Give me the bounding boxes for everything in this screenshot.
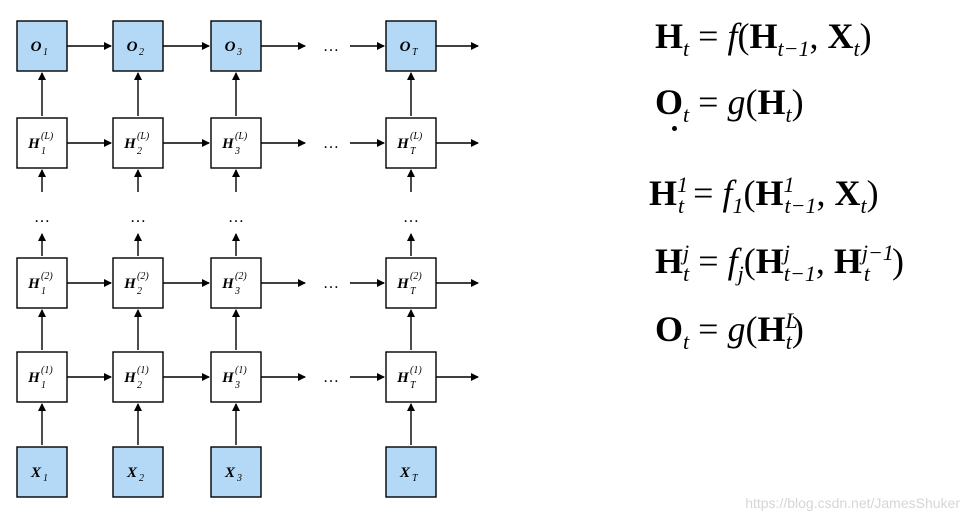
equation-final-output: Ot = g(HLt) xyxy=(655,308,804,355)
node-sup-hidden_top-c1: (L) xyxy=(41,131,54,142)
node-sub-hidden_1-c2: 2 xyxy=(137,380,142,391)
node-label-hidden_2-c1: H xyxy=(27,276,41,292)
node-label-hidden_top-c2: H xyxy=(123,136,137,152)
node-sup-hidden_1-c2: (1) xyxy=(137,365,149,376)
node-hidden_top-c3 xyxy=(210,117,262,169)
node-sub-hidden_top-c2: 2 xyxy=(137,146,142,157)
node-label-input-c1: X xyxy=(30,465,42,481)
node-sub-output-cT: T xyxy=(412,47,419,58)
node-sup-hidden_1-cT: (1) xyxy=(410,365,422,376)
node-sub-hidden_2-c2: 2 xyxy=(137,286,142,297)
node-sup-hidden_1-c3: (1) xyxy=(235,365,247,376)
node-label-hidden_1-cT: H xyxy=(396,370,410,386)
node-sup-hidden_top-cT: (L) xyxy=(410,131,423,142)
node-sup-hidden_top-c3: (L) xyxy=(235,131,248,142)
node-sup-hidden_2-cT: (2) xyxy=(410,271,422,282)
node-input-c3 xyxy=(210,446,262,498)
node-sub-input-c1: 1 xyxy=(43,473,48,484)
ellipsis-horizontal-output: … xyxy=(323,38,339,55)
node-label-hidden_top-cT: H xyxy=(396,136,410,152)
equation-hidden-state: Ht = f(Ht−1, Xt) xyxy=(655,16,872,62)
node-sup-hidden_2-c3: (2) xyxy=(235,271,247,282)
ellipsis-horizontal-hidden_2: … xyxy=(323,275,339,292)
node-label-hidden_2-cT: H xyxy=(396,276,410,292)
equation-layer-j: Hjt = fj(Hjt−1, Hj−1t) xyxy=(655,240,904,287)
node-hidden_top-c2 xyxy=(112,117,164,169)
ellipsis-vertical-c3: … xyxy=(228,209,244,226)
node-sub-output-c2: 2 xyxy=(139,47,144,58)
node-sub-output-c1: 1 xyxy=(43,47,48,58)
node-sub-output-c3: 3 xyxy=(236,47,242,58)
ellipsis-vertical-c1: … xyxy=(34,209,50,226)
node-hidden_1-cT xyxy=(385,351,437,403)
node-hidden_top-cT xyxy=(385,117,437,169)
node-sub-input-c3: 3 xyxy=(236,473,242,484)
ellipsis-dot xyxy=(672,126,677,131)
watermark: https://blog.csdn.net/JamesShuker xyxy=(745,495,960,511)
node-hidden_1-c3 xyxy=(210,351,262,403)
node-label-output-cT: O xyxy=(400,39,411,55)
node-sub-hidden_1-cT: T xyxy=(410,380,417,391)
node-sup-hidden_1-c1: (1) xyxy=(41,365,53,376)
node-sub-input-cT: T xyxy=(412,473,419,484)
node-label-hidden_1-c3: H xyxy=(221,370,235,386)
ellipsis-vertical-cT: … xyxy=(403,209,419,226)
ellipsis-vertical-c2: … xyxy=(130,209,146,226)
node-sub-hidden_top-c1: 1 xyxy=(41,146,46,157)
node-sub-input-c2: 2 xyxy=(139,473,144,484)
node-sub-hidden_1-c1: 1 xyxy=(41,380,46,391)
equation-output: Ot = g(Ht) xyxy=(655,82,804,128)
node-output-c2 xyxy=(112,20,164,72)
node-input-cT xyxy=(385,446,437,498)
ellipsis-horizontal-hidden_top: … xyxy=(323,135,339,152)
node-label-output-c1: O xyxy=(31,39,42,55)
node-sub-hidden_2-cT: T xyxy=(410,286,417,297)
node-output-c1 xyxy=(16,20,68,72)
node-label-output-c3: O xyxy=(225,39,236,55)
node-input-c2 xyxy=(112,446,164,498)
node-label-input-cT: X xyxy=(399,465,411,481)
equation-first-layer: H1t = f1(H1t−1, Xt) xyxy=(649,172,879,219)
node-sub-hidden_1-c3: 3 xyxy=(234,380,240,391)
node-label-hidden_2-c2: H xyxy=(123,276,137,292)
node-output-c3 xyxy=(210,20,262,72)
node-hidden_2-c2 xyxy=(112,257,164,309)
node-label-hidden_1-c2: H xyxy=(123,370,137,386)
node-label-hidden_1-c1: H xyxy=(27,370,41,386)
node-hidden_2-c1 xyxy=(16,257,68,309)
node-input-c1 xyxy=(16,446,68,498)
node-label-hidden_top-c1: H xyxy=(27,136,41,152)
node-sup-hidden_top-c2: (L) xyxy=(137,131,150,142)
node-sub-hidden_top-c3: 3 xyxy=(234,146,240,157)
node-sub-hidden_top-cT: T xyxy=(410,146,417,157)
node-hidden_top-c1 xyxy=(16,117,68,169)
node-sup-hidden_2-c1: (2) xyxy=(41,271,53,282)
node-hidden_1-c1 xyxy=(16,351,68,403)
node-sub-hidden_2-c3: 3 xyxy=(234,286,240,297)
node-hidden_2-cT xyxy=(385,257,437,309)
node-hidden_2-c3 xyxy=(210,257,262,309)
node-label-output-c2: O xyxy=(127,39,138,55)
node-hidden_1-c2 xyxy=(112,351,164,403)
ellipsis-horizontal-hidden_1: … xyxy=(323,369,339,386)
node-label-input-c2: X xyxy=(126,465,138,481)
node-sup-hidden_2-c2: (2) xyxy=(137,271,149,282)
node-sub-hidden_2-c1: 1 xyxy=(41,286,46,297)
node-label-hidden_2-c3: H xyxy=(221,276,235,292)
node-label-input-c3: X xyxy=(224,465,236,481)
node-output-cT xyxy=(385,20,437,72)
node-label-hidden_top-c3: H xyxy=(221,136,235,152)
